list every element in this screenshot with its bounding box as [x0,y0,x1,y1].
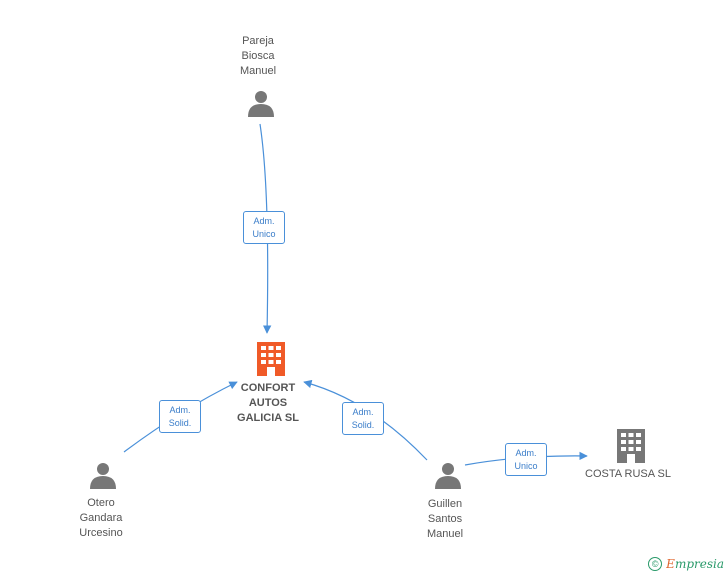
person-icon[interactable] [90,463,116,489]
node-label-costa[interactable]: COSTA RUSA SL [585,468,671,480]
brand-logo: Empresia [666,557,724,571]
edge-pareja-confort [259,123,272,334]
empresia-watermark: © Empresia [648,557,724,571]
edge-badge-pareja-confort[interactable]: Adm. Unico [243,211,285,244]
edge-badge-otero-confort[interactable]: Adm. Solid. [159,400,201,433]
building-icon[interactable] [257,342,285,376]
node-label-pareja[interactable]: Pareja Biosca Manuel [239,35,277,77]
person-icon[interactable] [248,91,274,117]
node-label-confort[interactable]: CONFORT AUTOS GALICIA SL [237,382,299,424]
edge-badge-guillen-costa[interactable]: Adm. Unico [505,443,547,476]
node-label-otero[interactable]: Otero Gandara Urcesino [79,497,123,539]
person-icon[interactable] [435,463,461,489]
copyright-icon: © [648,557,663,571]
node-label-guillen[interactable]: Guillen Santos Manuel [426,498,464,540]
building-icon[interactable] [617,429,645,463]
edge-badge-guillen-confort[interactable]: Adm. Solid. [342,402,384,435]
